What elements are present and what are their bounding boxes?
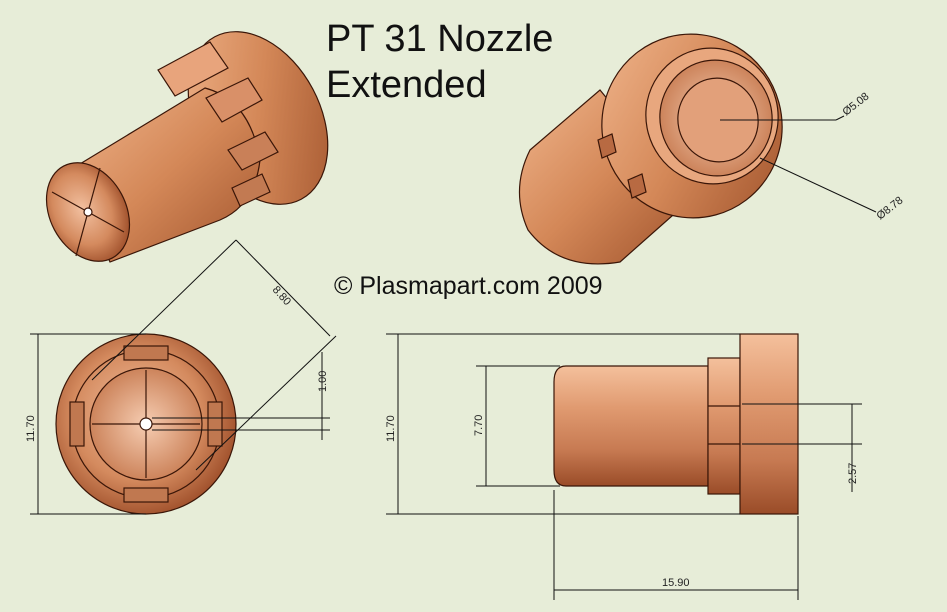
side-view (553, 333, 799, 515)
side-dimension-lines (386, 333, 862, 600)
title-line-1: PT 31 Nozzle (326, 18, 554, 60)
iso-view-front (518, 33, 783, 265)
dim-side-offset: 2.57 (847, 463, 859, 484)
front-view (55, 333, 237, 515)
front-dimension-lines (30, 239, 337, 515)
dim-side-height: 11.70 (385, 415, 397, 442)
iso-view-back (45, 31, 329, 263)
dim-front-diagonal: 8.80 (270, 284, 293, 308)
dim-front-hole: 1.00 (317, 371, 329, 392)
dim-side-length: 15.90 (662, 577, 690, 589)
title-line-2: Extended (326, 64, 487, 106)
iso-dimension-lines (720, 115, 877, 213)
dim-front-height: 11.70 (25, 415, 37, 442)
dim-side-body-height: 7.70 (473, 415, 485, 436)
copyright-notice: © Plasmapart.com 2009 (334, 272, 603, 300)
dim-iso-outer-diameter: Ø8.78 (874, 194, 905, 222)
dim-iso-inner-diameter: Ø5.08 (840, 90, 871, 118)
drawing-title: PT 31 Nozzle Extended (326, 16, 553, 108)
